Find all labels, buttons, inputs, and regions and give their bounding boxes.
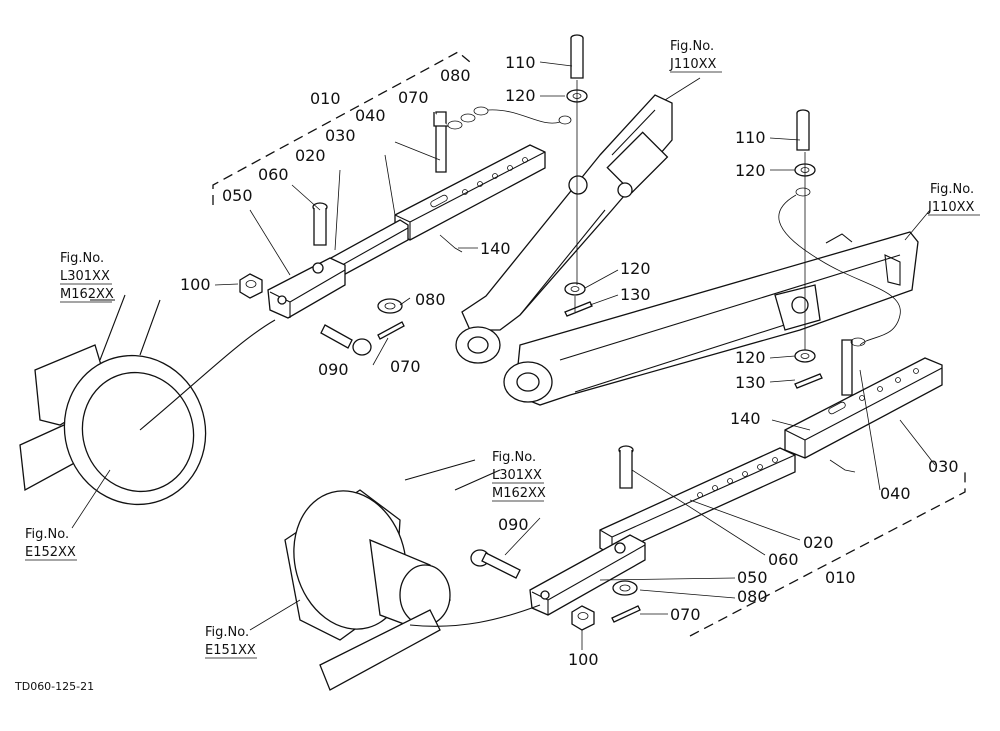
check-chain-bar-top — [267, 144, 546, 319]
fig-underline-bottom — [492, 482, 544, 502]
callout-130-right: 130 — [735, 373, 766, 392]
fig-ref-j110-right: J110XX — [927, 200, 975, 215]
fig-ref-e151: E151XX — [205, 643, 256, 658]
bolt-090-top — [320, 324, 372, 356]
check-chain-bar-bottom — [529, 447, 796, 616]
washer-080-top — [377, 298, 403, 314]
rear-housing-left — [19, 294, 207, 506]
callout-140-right: 140 — [730, 409, 761, 428]
lift-arm-left — [455, 94, 673, 364]
fig-label-e151: Fig.No. — [205, 625, 249, 640]
fig-ref-m162-left: M162XX — [60, 287, 114, 302]
pin-040-right — [841, 337, 866, 396]
top-assembly-bracket — [212, 51, 471, 205]
cotter-pin-070-top — [377, 321, 405, 340]
callout-070-top: 070 — [398, 88, 429, 107]
callout-050-bottom: 050 — [737, 568, 768, 587]
callout-080-top: 080 — [440, 66, 471, 85]
callout-040-top: 040 — [355, 106, 386, 125]
nut-100-top — [239, 273, 263, 299]
callout-040-right: 040 — [880, 484, 911, 503]
callout-090-bottom: 090 — [498, 515, 529, 534]
fig-ref-m162-bottom: M162XX — [492, 486, 546, 501]
callout-030-right: 030 — [928, 457, 959, 476]
callout-090-top: 090 — [318, 360, 349, 379]
callout-120b-right: 120 — [735, 348, 766, 367]
callout-130-mid: 130 — [620, 285, 651, 304]
callout-120-right: 120 — [735, 161, 766, 180]
cotter-pin-070-bottom — [611, 605, 641, 623]
callout-030-top: 030 — [325, 126, 356, 145]
callout-060-bottom: 060 — [768, 550, 799, 569]
callout-140-top: 140 — [480, 239, 511, 258]
fig-underline-left — [60, 283, 112, 303]
cotter-pin-130-right — [794, 373, 823, 389]
washer-080-bottom — [612, 580, 638, 596]
leader-arrow-bottom — [409, 604, 541, 627]
cotter-pin-130-mid — [564, 301, 593, 317]
fig-label-e152: Fig.No. — [25, 527, 69, 542]
fig-ref-l301-left: L301XX — [60, 269, 110, 284]
callout-070b-top: 070 — [390, 357, 421, 376]
callout-080-bottom: 080 — [737, 587, 768, 606]
mount-axis-line-1 — [574, 80, 578, 312]
fig-label-left: Fig.No. — [60, 251, 104, 266]
fig-ref-j110-top: J110XX — [669, 57, 717, 72]
pin-110-top — [570, 34, 584, 79]
callout-020-top: 020 — [295, 146, 326, 165]
cotter-pin-140-top — [439, 234, 463, 253]
callout-070-bottom: 070 — [670, 605, 701, 624]
callout-110-top: 110 — [505, 53, 536, 72]
check-chain-bar-right — [784, 357, 943, 459]
bottom-assembly-bracket — [689, 470, 966, 637]
callout-020-bottom: 020 — [803, 533, 834, 552]
bolt-090-bottom — [470, 549, 521, 579]
callout-010-top: 010 — [310, 89, 341, 108]
leader-lines — [71, 61, 936, 650]
washer-120-mid — [564, 282, 586, 296]
callout-050-top: 050 — [222, 186, 253, 205]
fig-label-j110-right: Fig.No. — [930, 182, 974, 197]
callout-010-bottom: 010 — [825, 568, 856, 587]
callout-120-top: 120 — [505, 86, 536, 105]
fig-ref-e152: E152XX — [25, 545, 76, 560]
cotter-pin-140-right — [829, 459, 856, 473]
chain-right — [778, 187, 901, 346]
callout-120-mid: 120 — [620, 259, 651, 278]
fig-ref-l301-bottom: L301XX — [492, 468, 542, 483]
fig-label-j110-top: Fig.No. — [670, 39, 714, 54]
callout-100-top: 100 — [180, 275, 211, 294]
callout-080b-top: 080 — [415, 290, 446, 309]
callout-060-top: 060 — [258, 165, 289, 184]
pin-110-right — [796, 109, 810, 151]
pin-060-top — [312, 202, 328, 246]
pin-040-top — [433, 106, 572, 173]
callout-100-bottom: 100 — [568, 650, 599, 669]
pin-060-bottom — [618, 445, 634, 489]
nut-100-bottom — [571, 605, 595, 631]
drawing-code: TD060-125-21 — [14, 680, 94, 693]
leader-arrow-top — [139, 319, 276, 431]
callout-110-right: 110 — [735, 128, 766, 147]
rear-housing-bottom — [284, 459, 501, 691]
fig-label-bottom: Fig.No. — [492, 450, 536, 465]
washer-120-right-lower — [794, 349, 816, 363]
